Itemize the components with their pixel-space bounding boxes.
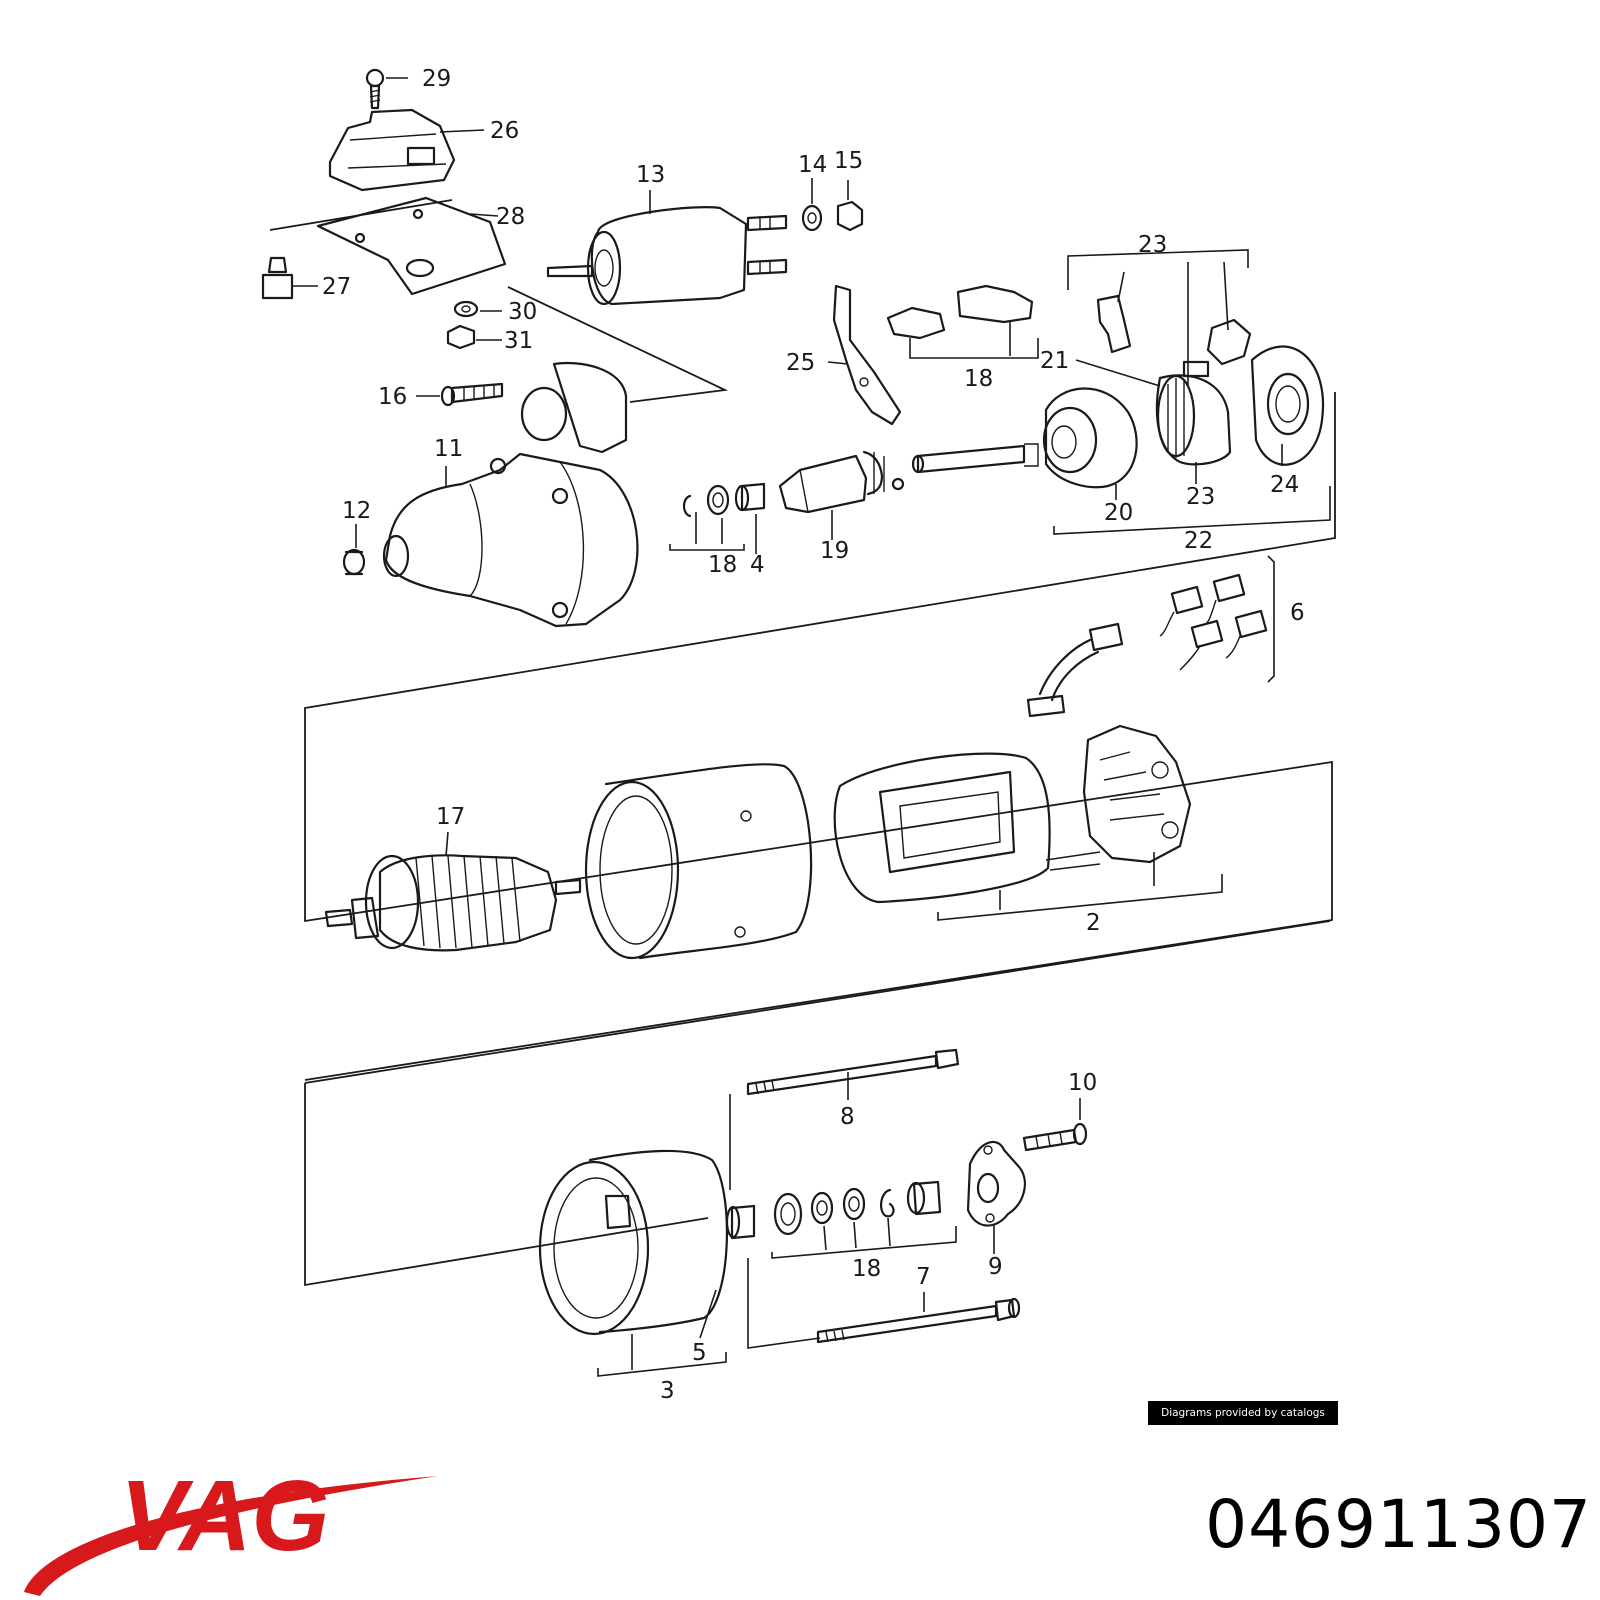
end-washers xyxy=(773,1180,942,1236)
solenoid-switch xyxy=(546,206,788,306)
callout-5: 5 xyxy=(692,1340,707,1366)
terminal-nut xyxy=(836,200,864,232)
carbon-brushes xyxy=(1159,573,1268,671)
cover-screw xyxy=(365,68,385,110)
terminal-washer xyxy=(801,204,823,232)
diagram-credit-badge: Diagrams provided by catalogs parts xyxy=(1148,1401,1338,1443)
leader-lines xyxy=(292,77,1331,1377)
engaging-lever xyxy=(832,284,902,426)
mounting-bracket xyxy=(316,196,507,296)
bracket-bolt xyxy=(261,256,294,300)
callout-21: 21 xyxy=(1040,348,1069,374)
bush xyxy=(342,548,366,576)
callout-16: 16 xyxy=(378,384,407,410)
housing-bolt xyxy=(440,382,504,407)
ring-gear xyxy=(1155,360,1232,466)
callout-18-upper: 18 xyxy=(964,366,993,392)
callout-10: 10 xyxy=(1068,1070,1097,1096)
callout-labels: 29 26 28 27 30 31 13 14 15 23 25 18 21 1… xyxy=(322,66,1305,1404)
callout-30: 30 xyxy=(508,299,537,325)
callout-9: 9 xyxy=(988,1254,1003,1280)
part-number: 046911307 xyxy=(1205,1486,1592,1563)
callout-4: 4 xyxy=(750,552,765,578)
bearing-plate xyxy=(1250,345,1325,466)
callout-23-bottom: 23 xyxy=(1186,484,1215,510)
callout-13: 13 xyxy=(636,162,665,188)
through-bolt-upper xyxy=(746,1048,960,1096)
end-bush xyxy=(725,1204,756,1240)
callout-28: 28 xyxy=(496,204,525,230)
callout-20: 20 xyxy=(1104,500,1133,526)
shaft-small-parts xyxy=(682,482,766,518)
armature xyxy=(324,854,582,952)
cap-screw xyxy=(1022,1122,1088,1152)
callout-22: 22 xyxy=(1184,528,1213,554)
callout-15: 15 xyxy=(834,148,863,174)
bracket-nut xyxy=(446,324,476,350)
field-coils xyxy=(833,622,1124,904)
callout-17: 17 xyxy=(436,804,465,830)
callout-18-lower: 18 xyxy=(852,1256,881,1282)
solenoid-cover xyxy=(328,108,456,192)
bracket-washer xyxy=(453,300,479,318)
brush-holder xyxy=(1082,724,1192,864)
end-cap xyxy=(966,1140,1026,1227)
svg-text:VAG: VAG xyxy=(120,1460,329,1572)
callout-19: 19 xyxy=(820,538,849,564)
through-bolt-lower xyxy=(816,1297,1021,1344)
callout-14: 14 xyxy=(798,152,827,178)
callout-7: 7 xyxy=(916,1264,931,1290)
callout-3: 3 xyxy=(660,1378,675,1404)
callout-29: 29 xyxy=(422,66,451,92)
callout-24: 24 xyxy=(1270,472,1299,498)
drive-end-housing xyxy=(382,362,639,628)
pinion-drive xyxy=(778,450,905,514)
intermediate-bearing xyxy=(1042,387,1138,489)
vag-logo: VAG xyxy=(24,1460,438,1596)
callout-2: 2 xyxy=(1086,910,1101,936)
callout-27: 27 xyxy=(322,274,351,300)
armature-shaft-extension xyxy=(911,443,1039,474)
callout-6: 6 xyxy=(1290,600,1305,626)
callout-25: 25 xyxy=(786,350,815,376)
end-cover xyxy=(538,1149,729,1336)
callout-12: 12 xyxy=(342,498,371,524)
callout-8: 8 xyxy=(840,1104,855,1130)
callout-11: 11 xyxy=(434,436,463,462)
callout-23-top: 23 xyxy=(1138,232,1167,258)
callout-18-middle: 18 xyxy=(708,552,737,578)
callout-26: 26 xyxy=(490,118,519,144)
field-housing xyxy=(584,763,813,960)
callout-31: 31 xyxy=(504,328,533,354)
brush-parts xyxy=(886,284,1034,340)
